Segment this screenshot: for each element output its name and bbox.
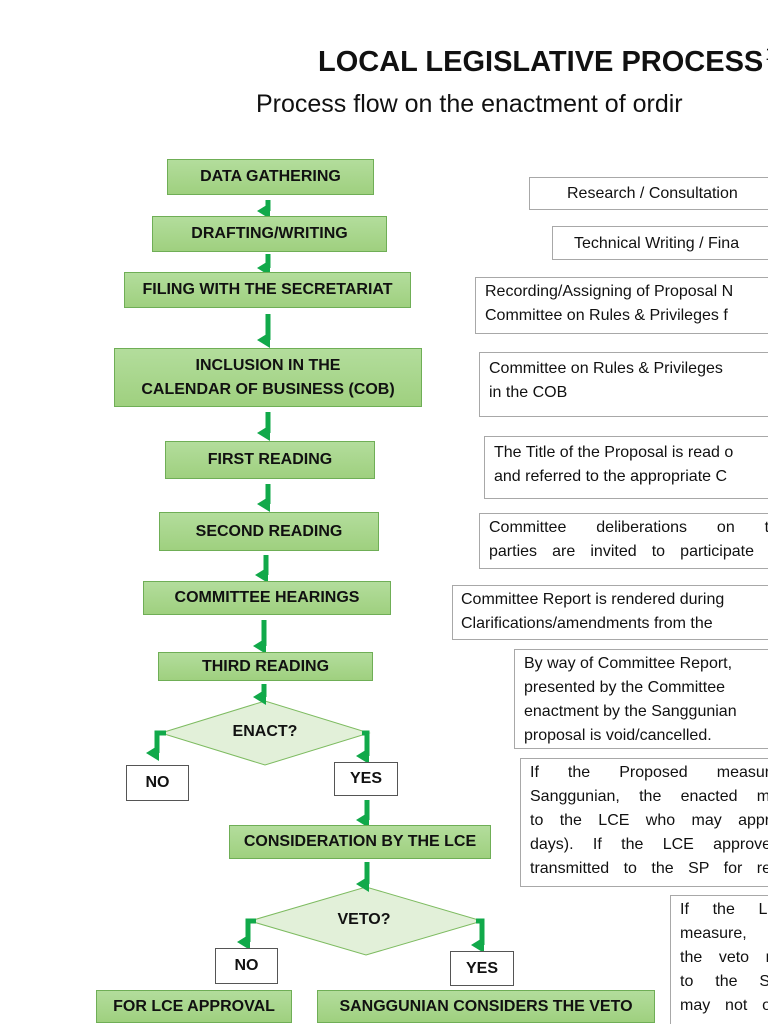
step-sanggunian-considers-veto: SANGGUNIAN CONSIDERS THE VETO	[317, 990, 655, 1023]
step-second-reading: SECOND READING	[159, 512, 379, 551]
step-first-reading: FIRST READING	[165, 441, 375, 479]
footnote-mark: 1	[765, 44, 768, 64]
enact-yes-box: YES	[334, 762, 398, 796]
enact-no-box: NO	[126, 765, 189, 801]
note-enacted-measure: If the Proposed measure Sanggunian, the …	[520, 758, 768, 887]
note-lce-veto: If the LC measure, i the veto m to the S…	[670, 895, 768, 1024]
step-inclusion-in-cob: INCLUSION IN THE CALENDAR OF BUSINESS (C…	[114, 348, 422, 407]
page-title: LOCAL LEGISLATIVE PROCESS1	[318, 44, 768, 79]
veto-decision-label: VETO?	[337, 911, 391, 928]
arrow-enact-yes	[356, 730, 370, 764]
step-for-lce-approval: FOR LCE APPROVAL	[96, 990, 292, 1023]
note-third-reading: By way of Committee Report, presented by…	[514, 649, 768, 749]
page-subtitle: Process flow on the enactment of ordir	[256, 90, 683, 118]
note-committee-report: Committee Report is rendered during Clar…	[452, 585, 768, 640]
step-data-gathering: DATA GATHERING	[167, 159, 374, 195]
step-consideration-by-lce: CONSIDERATION BY THE LCE	[229, 825, 491, 859]
note-committee-rules-cob: Committee on Rules & Privileges in the C…	[479, 352, 768, 417]
note-first-reading: The Title of the Proposal is read o and …	[484, 436, 768, 499]
note-recording-assigning: Recording/Assigning of Proposal N Commit…	[475, 277, 768, 334]
step-drafting-writing: DRAFTING/WRITING	[152, 216, 387, 252]
note-technical-writing: Technical Writing / Fina	[552, 226, 768, 260]
arrow-veto-no	[237, 918, 256, 950]
arrow-veto-yes	[471, 918, 485, 953]
step-filing-with-secretariat: FILING WITH THE SECRETARIAT	[124, 272, 411, 308]
note-research-consultation: Research / Consultation	[529, 177, 768, 210]
note-committee-deliberations: Committee deliberations on th parties ar…	[479, 513, 768, 569]
arrow-enact-no	[146, 730, 166, 761]
veto-yes-box: YES	[450, 951, 514, 986]
step-committee-hearings: COMMITTEE HEARINGS	[143, 581, 391, 615]
enact-decision-label: ENACT?	[232, 723, 298, 740]
veto-no-box: NO	[215, 948, 278, 984]
step-third-reading: THIRD READING	[158, 652, 373, 681]
